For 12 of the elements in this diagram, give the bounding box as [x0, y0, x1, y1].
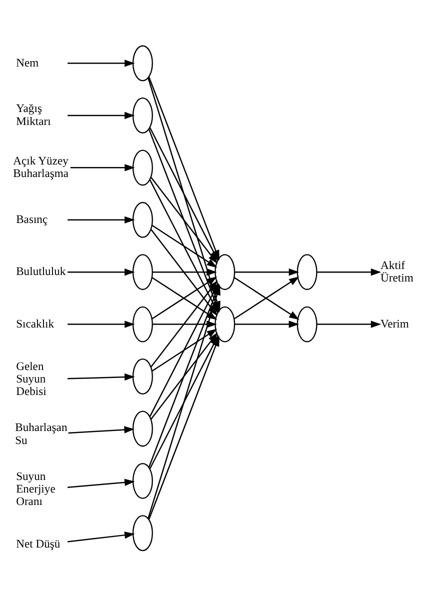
- node-text: Net Düşü: [16, 538, 60, 551]
- node-text: Açık Yüzey Buharlaşma: [13, 154, 69, 180]
- node-text: Yağış Miktarı: [16, 102, 51, 128]
- node-text: Bulutluluk: [16, 265, 66, 278]
- node-text: Aktif Üretim: [380, 258, 414, 284]
- node-text: Nem: [16, 56, 39, 70]
- node-text: Verim: [380, 317, 409, 330]
- node-text: Basınç: [16, 212, 48, 226]
- node-text: Buharlaşan Su: [15, 421, 68, 447]
- node-text: Suyun Enerjiye Oranı: [16, 470, 56, 508]
- node-text: Gelen Suyun Debisi: [16, 360, 46, 398]
- node-text: Sıcaklık: [16, 317, 54, 330]
